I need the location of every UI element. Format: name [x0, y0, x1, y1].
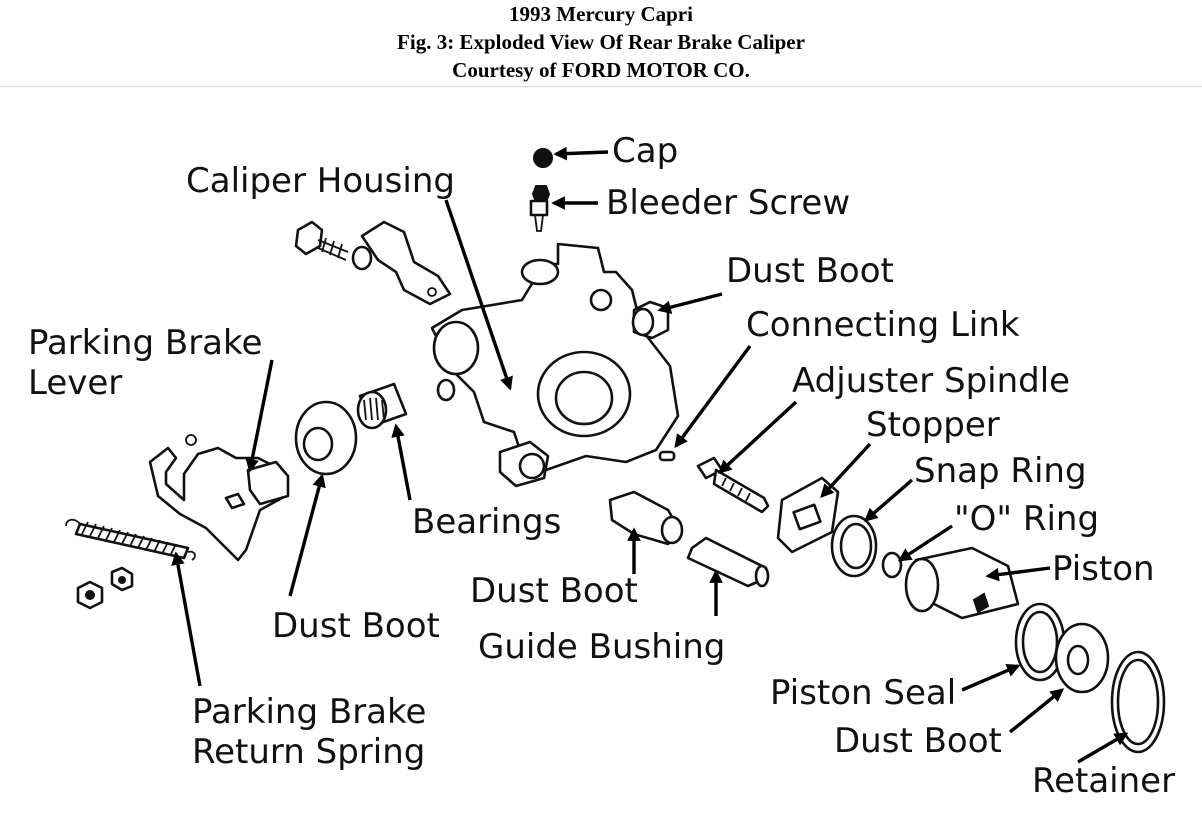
dust-boot-guide-part — [608, 490, 684, 546]
label-o-ring: "O" Ring — [954, 499, 1099, 539]
label-dust-boot-left: Dust Boot — [272, 606, 440, 646]
arrow-o-ring — [897, 524, 953, 562]
label-return-spring-line2: Return Spring — [192, 732, 425, 772]
label-dust-boot-center: Dust Boot — [470, 571, 638, 611]
arrow-dust-boot-left — [288, 473, 326, 597]
label-parking-brake-lever-line1: Parking Brake — [28, 323, 262, 363]
dust-boot-left-part — [294, 400, 358, 476]
label-dust-boot-bottom: Dust Boot — [834, 721, 1002, 761]
o-ring-part — [881, 551, 903, 579]
bleeder-screw-part — [529, 185, 551, 232]
label-snap-ring: Snap Ring — [914, 451, 1087, 491]
arrow-cap — [553, 146, 609, 161]
arrow-return-spring — [171, 551, 202, 687]
label-piston-seal: Piston Seal — [770, 673, 956, 713]
diagram-canvas: Cap Bleeder Screw Caliper Housing Dust B… — [28, 131, 1175, 801]
arrow-bearings — [391, 423, 412, 501]
arrow-parking-brake-lever — [245, 359, 274, 473]
label-bleeder-screw: Bleeder Screw — [606, 183, 850, 223]
label-return-spring-line1: Parking Brake — [192, 692, 426, 732]
label-stopper: Stopper — [866, 405, 1000, 445]
leader-arrows — [171, 146, 1129, 764]
header-courtesy-line: Courtesy of FORD MOTOR CO. — [452, 58, 750, 82]
connecting-link-part — [658, 450, 676, 462]
bearings-part — [356, 382, 408, 430]
dust-boot-piston-part — [1054, 622, 1110, 694]
lever-nuts-part — [76, 566, 134, 610]
arrow-stopper — [820, 442, 872, 498]
part-labels: Cap Bleeder Screw Caliper Housing Dust B… — [28, 131, 1175, 801]
piston-seal-part — [1014, 602, 1066, 682]
arrow-dust-boot-bottom — [1008, 688, 1065, 734]
arrow-connecting-link — [674, 344, 752, 449]
return-spring-part — [65, 518, 196, 561]
label-retainer: Retainer — [1032, 761, 1175, 801]
piston-part — [904, 546, 1020, 620]
header-vehicle-title: 1993 Mercury Capri — [509, 2, 693, 26]
arrow-adjuster-spindle — [717, 400, 798, 474]
retainer-part — [1110, 650, 1166, 754]
parking-brake-lever-part — [148, 434, 290, 562]
label-adjuster-spindle: Adjuster Spindle — [792, 361, 1070, 401]
label-connecting-link: Connecting Link — [746, 305, 1020, 345]
guide-bushing-part — [686, 536, 770, 588]
label-caliper-housing: Caliper Housing — [186, 161, 455, 201]
figure-header: 1993 Mercury Capri Fig. 3: Exploded View… — [0, 0, 1202, 87]
label-dust-boot-top: Dust Boot — [726, 251, 894, 291]
dust-boot-top-part — [631, 300, 670, 340]
arrow-snap-ring — [863, 478, 914, 522]
arrow-retainer — [1077, 732, 1129, 764]
arrow-piston-seal — [961, 664, 1021, 692]
cap-part — [533, 148, 553, 168]
exploded-view-diagram: Cap Bleeder Screw Caliper Housing Dust B… — [0, 86, 1202, 817]
label-parking-brake-lever-line2: Lever — [28, 363, 122, 403]
label-piston: Piston — [1052, 549, 1155, 589]
label-guide-bushing: Guide Bushing — [478, 627, 725, 667]
label-bearings: Bearings — [412, 502, 561, 542]
caliper-housing-part — [430, 242, 680, 488]
mounting-bolt-part — [294, 220, 373, 271]
header-figure-title: Fig. 3: Exploded View Of Rear Brake Cali… — [397, 30, 805, 54]
label-cap: Cap — [612, 131, 678, 171]
arrow-dust-boot-top — [657, 292, 723, 314]
arrow-caliper-housing — [444, 199, 513, 391]
adjuster-spindle-part — [696, 456, 770, 514]
arrow-piston — [985, 566, 1051, 582]
snap-ring-part — [830, 514, 878, 578]
lever-bracket-part — [360, 220, 452, 306]
